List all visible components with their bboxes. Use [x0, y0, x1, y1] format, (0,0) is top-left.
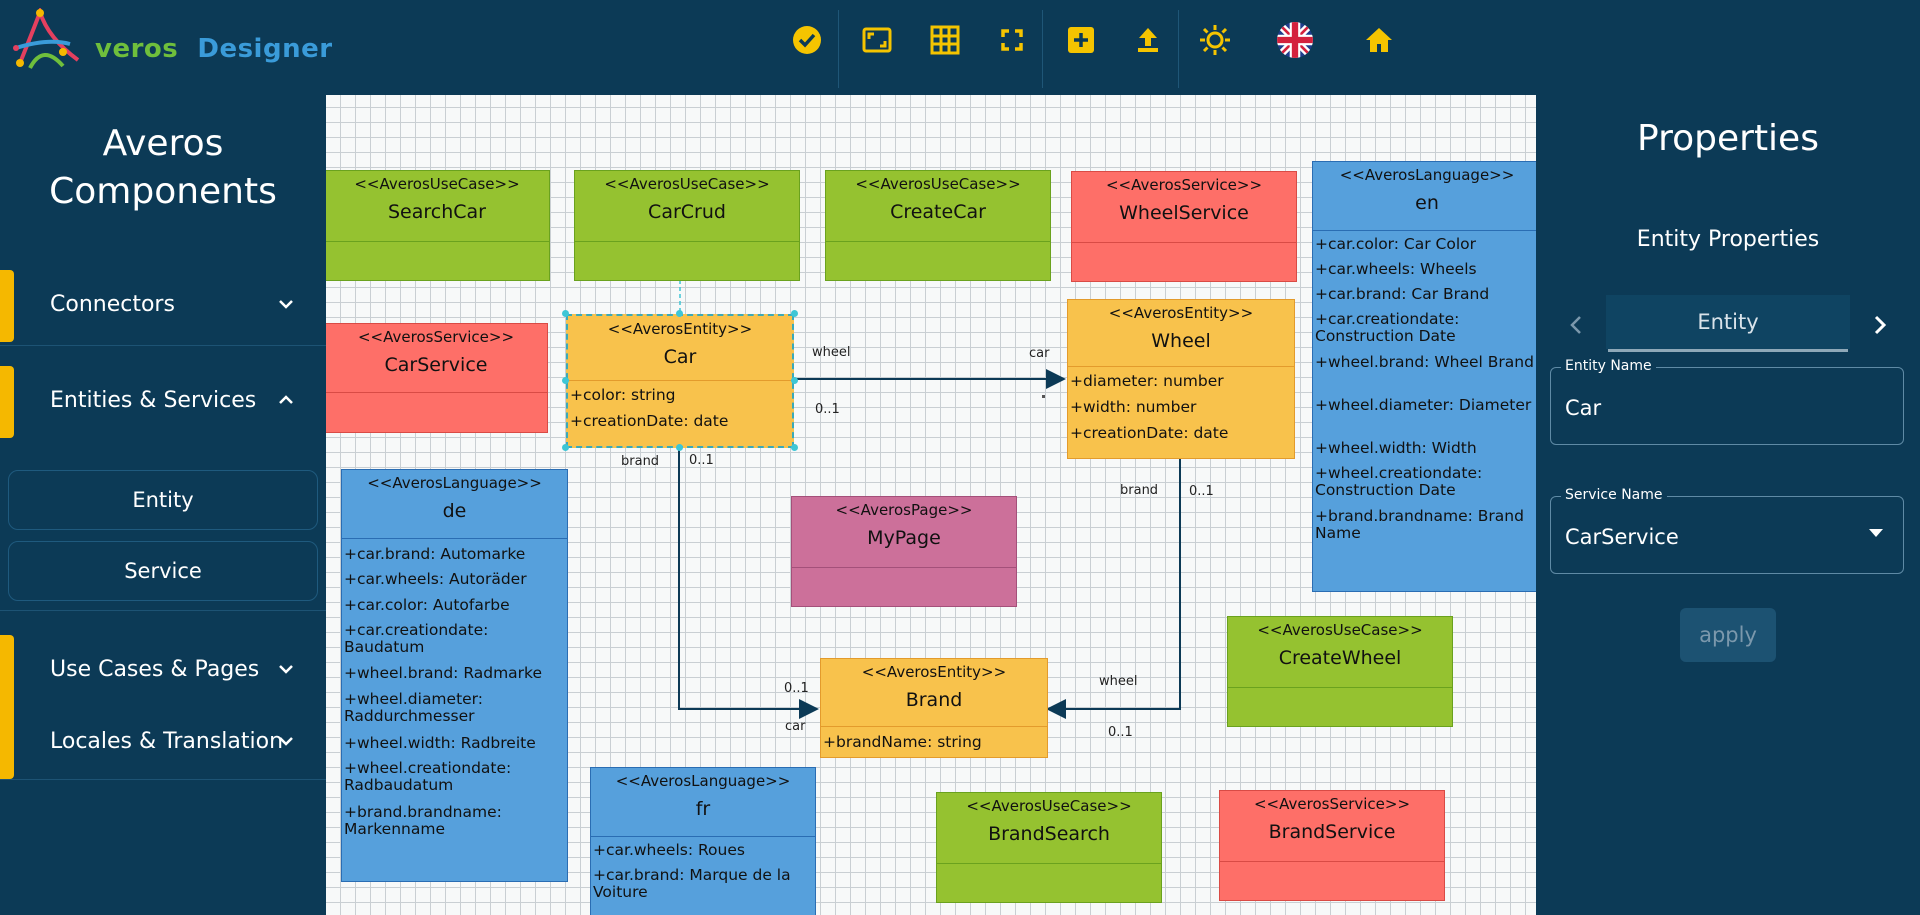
resize-handle[interactable] [791, 444, 798, 451]
home-button[interactable] [1359, 20, 1399, 60]
apply-button[interactable]: apply [1680, 608, 1776, 662]
node-mypage[interactable]: <<AverosPage>> MyPage [791, 496, 1017, 607]
theme-toggle-button[interactable] [1195, 20, 1235, 60]
averos-logo-icon [13, 8, 80, 69]
resize-handle[interactable] [562, 377, 569, 384]
edge-label: brand [1120, 483, 1159, 498]
properties-title: Properties [1637, 118, 1819, 159]
node-brandservice[interactable]: <<AverosService>> BrandService [1219, 790, 1445, 901]
resize-handle[interactable] [562, 444, 569, 451]
edge-label: car [1029, 346, 1050, 361]
properties-tabs: Entity [1536, 295, 1920, 355]
node-wheel[interactable]: <<AverosEntity>> Wheel +diameter: number… [1067, 299, 1295, 459]
node-wheelservice[interactable]: <<AverosService>> WheelService [1071, 171, 1297, 282]
edge-multiplicity: 0..1 [784, 681, 809, 696]
node-carcrud[interactable]: <<AverosUseCase>> CarCrud [574, 170, 800, 281]
section-label: Locales & Translation [50, 729, 284, 754]
entity-name-value[interactable]: Car [1565, 396, 1602, 420]
edge-label: car [785, 719, 806, 734]
dropdown-caret-icon[interactable] [1869, 529, 1883, 537]
edge-multiplicity: 0..1 [815, 402, 840, 417]
check-circle-icon [793, 26, 821, 54]
entity-name-field[interactable]: Entity Name Car [1550, 358, 1904, 445]
node-car[interactable]: <<AverosEntity>> Car +color: string +cre… [566, 314, 794, 448]
home-icon [1366, 28, 1392, 52]
language-button[interactable] [1275, 20, 1315, 60]
properties-subtitle: Entity Properties [1636, 227, 1820, 252]
diagram-edges [678, 280, 1181, 719]
chevron-right-icon[interactable] [1870, 313, 1890, 337]
grid-icon [930, 25, 960, 55]
section-use-cases-pages[interactable]: Use Cases & Pages [0, 635, 326, 779]
diagram-canvas[interactable]: <<AverosUseCase>> SearchCar <<AverosUseC… [326, 95, 1536, 915]
add-box-icon [1068, 27, 1094, 53]
edge-multiplicity: 0..1 [1108, 725, 1133, 740]
app-logo: veros Designer [8, 8, 332, 69]
resize-handle[interactable] [791, 377, 798, 384]
properties-panel: Properties Entity Properties Entity Enti… [1536, 95, 1920, 915]
node-carservice[interactable]: <<AverosService>> CarService [326, 323, 548, 433]
resize-handle[interactable] [676, 310, 683, 317]
service-name-value[interactable]: CarService [1565, 525, 1679, 549]
validate-button[interactable] [787, 20, 827, 60]
upload-icon [1138, 28, 1158, 52]
node-language-de[interactable]: <<AverosLanguage>> de +car.brand: Automa… [341, 469, 568, 882]
car-brand-edge [678, 448, 819, 719]
add-button[interactable] [1061, 20, 1101, 60]
chevron-down-icon [279, 300, 293, 309]
entity-name-label: Entity Name [1561, 358, 1656, 374]
chevron-left-icon[interactable] [1566, 313, 1586, 337]
node-brand[interactable]: <<AverosEntity>> Brand +brandName: strin… [820, 658, 1048, 758]
node-language-fr[interactable]: <<AverosLanguage>> fr +car.wheels: Roues… [590, 767, 816, 915]
section-label: Connectors [50, 292, 175, 317]
chevron-up-icon [279, 395, 293, 404]
tab-entity[interactable]: Entity [1606, 295, 1850, 349]
section-label: Entities & Services [50, 388, 257, 413]
chevron-down-icon [279, 737, 293, 746]
section-connectors[interactable]: Connectors [0, 270, 326, 342]
section-locales-translation[interactable]: Locales & Translation [0, 707, 326, 779]
edge-label: wheel [812, 345, 851, 360]
wheel-brand-edge [1046, 459, 1181, 719]
fullscreen-icon [1001, 29, 1023, 51]
uk-flag-icon [1277, 22, 1313, 58]
node-brandsearch[interactable]: <<AverosUseCase>> BrandSearch [936, 792, 1162, 903]
fullscreen-button[interactable] [992, 20, 1032, 60]
top-toolbar: veros Designer [0, 0, 1920, 95]
sun-icon [1200, 25, 1230, 55]
section-entities-services[interactable]: Entities & Services [0, 366, 326, 438]
component-entity[interactable]: Entity [8, 470, 318, 530]
aspect-ratio-icon [862, 27, 892, 53]
resize-handle[interactable] [562, 310, 569, 317]
resize-handle[interactable] [676, 444, 683, 451]
edge-multiplicity: 0..1 [1189, 484, 1214, 499]
resize-handle[interactable] [791, 310, 798, 317]
grid-toggle-button[interactable] [925, 20, 965, 60]
edge-label: brand [621, 454, 660, 469]
app-title: veros Designer [95, 34, 333, 64]
node-searchcar[interactable]: <<AverosUseCase>> SearchCar [326, 170, 550, 281]
service-name-select[interactable]: Service Name CarService [1550, 487, 1904, 574]
node-language-en[interactable]: <<AverosLanguage>> en +car.color: Car Co… [1312, 161, 1536, 592]
service-name-label: Service Name [1561, 487, 1667, 503]
edge-multiplicity: 0..1 [689, 453, 714, 468]
node-createcar[interactable]: <<AverosUseCase>> CreateCar [825, 170, 1051, 281]
fit-screen-button[interactable] [857, 20, 897, 60]
node-createwheel[interactable]: <<AverosUseCase>> CreateWheel [1227, 616, 1453, 727]
chevron-down-icon [279, 665, 293, 674]
upload-button[interactable] [1128, 20, 1168, 60]
section-label: Use Cases & Pages [50, 657, 260, 682]
edge-label: wheel [1099, 674, 1138, 689]
component-service[interactable]: Service [8, 541, 318, 601]
